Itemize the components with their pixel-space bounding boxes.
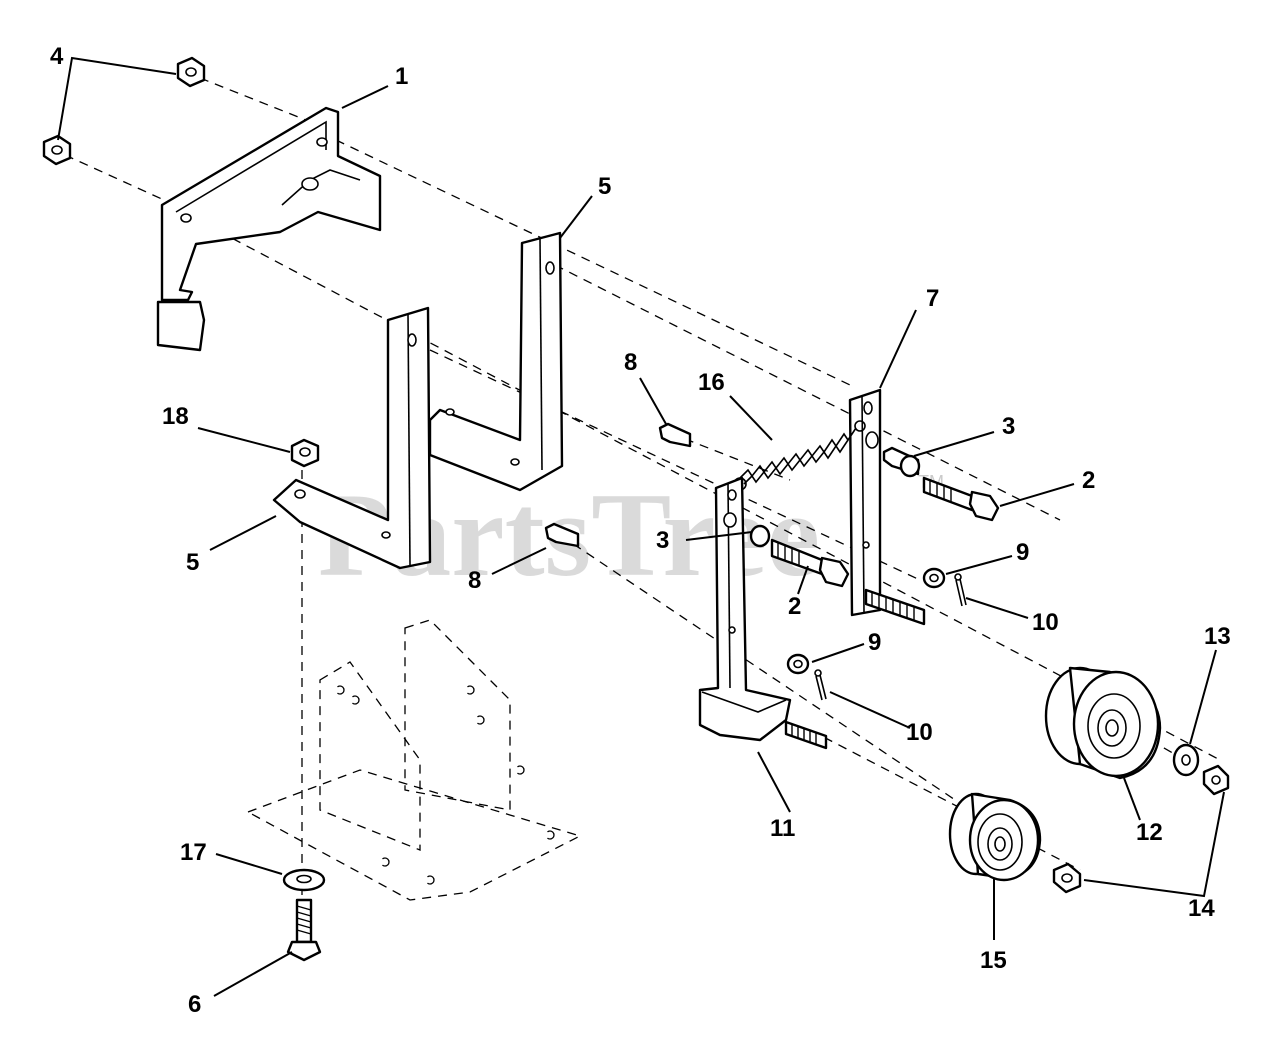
callout-8-lower: 8	[468, 567, 481, 594]
callout-2-upper: 2	[1082, 467, 1095, 494]
callout-labels: 4 1 5 7 8 16 3 2 18 3 9 5 8 2 10 9 13 10…	[50, 43, 1231, 1018]
callout-4: 4	[50, 43, 64, 70]
nut-14-upper	[1202, 764, 1230, 796]
callout-5-upper: 5	[598, 173, 611, 200]
callout-9-upper: 9	[1016, 539, 1029, 566]
bracket-plate-1	[156, 106, 382, 352]
stud-7	[864, 588, 926, 626]
nut-14-lower	[1052, 862, 1082, 894]
lower-arm-11	[698, 476, 792, 742]
nut-4-lower	[42, 134, 72, 166]
nut-18	[290, 438, 320, 468]
callout-7: 7	[926, 285, 939, 312]
stud-11	[784, 720, 828, 750]
callout-13: 13	[1204, 623, 1231, 650]
base-plate	[246, 619, 582, 901]
callout-17: 17	[180, 839, 207, 866]
pin-8-lower	[544, 522, 580, 548]
spacer-3-upper	[882, 446, 921, 478]
callout-16: 16	[698, 369, 725, 396]
cotter-pin-10-upper	[954, 573, 967, 607]
washer-17	[282, 868, 326, 892]
callout-14: 14	[1188, 895, 1215, 922]
callout-8-upper: 8	[624, 349, 637, 376]
callout-6: 6	[188, 991, 201, 1018]
callout-5-lower: 5	[186, 549, 199, 576]
cotter-pin-10-lower	[814, 669, 827, 701]
bolt-2-upper	[922, 476, 1000, 522]
callout-2-lower: 2	[788, 593, 801, 620]
pulley-15	[948, 792, 1042, 882]
callout-9-lower: 9	[868, 629, 881, 656]
bolt-2-lower	[770, 538, 850, 588]
callout-3-lower: 3	[656, 527, 669, 554]
washer-9-upper	[922, 567, 946, 589]
u-channel-5-rear	[428, 231, 564, 492]
callout-18: 18	[162, 403, 189, 430]
pulley-12	[1044, 666, 1162, 780]
callout-15: 15	[980, 947, 1007, 974]
spacer-3-lower	[749, 524, 771, 548]
nut-4-upper	[176, 56, 206, 88]
callout-11: 11	[770, 815, 795, 842]
callout-10-upper: 10	[1032, 609, 1059, 636]
washer-13	[1172, 743, 1200, 777]
callout-12: 12	[1136, 819, 1163, 846]
idler-arm-7	[848, 388, 882, 617]
washer-9-lower	[786, 653, 810, 675]
callout-3-upper: 3	[1002, 413, 1015, 440]
pin-8-upper	[658, 422, 692, 448]
leader-lines	[57, 56, 1225, 997]
bolt-6	[286, 898, 322, 962]
callout-10-lower: 10	[906, 719, 933, 746]
callout-1: 1	[395, 63, 408, 90]
u-channel-5-front	[272, 306, 432, 570]
